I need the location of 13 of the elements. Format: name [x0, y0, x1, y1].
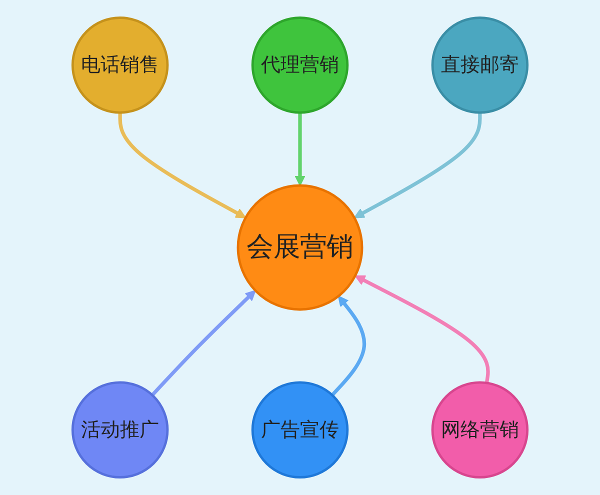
arrow [354, 275, 490, 384]
arrow [118, 112, 246, 218]
arrow [294, 112, 306, 186]
node-circle: 网络营销 [431, 381, 529, 478]
node-circle: 代理营销 [251, 16, 349, 114]
node-circle: 电话销售 [71, 16, 169, 114]
node-circle: 活动推广 [71, 381, 169, 478]
arrow [354, 112, 482, 218]
node-circle: 会展营销 [236, 184, 364, 311]
node-circle: 广告宣传 [251, 381, 349, 478]
arrow [330, 296, 366, 396]
arrow [150, 290, 256, 396]
node-circle: 直接邮寄 [431, 16, 529, 114]
